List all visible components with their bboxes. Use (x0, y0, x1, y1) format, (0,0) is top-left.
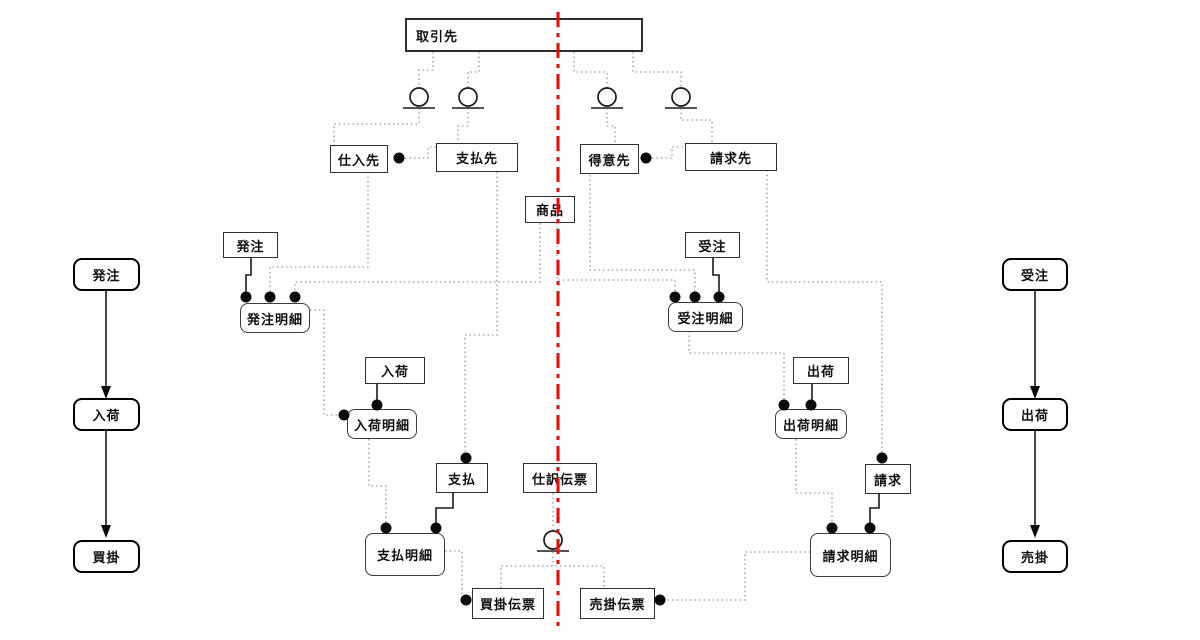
flow-step-label: 入荷 (92, 408, 121, 423)
entity-seikyusaki: 請求先 (685, 143, 777, 171)
subtype-circle-icon (452, 87, 484, 109)
entity-torihikisaki: 取引先 (405, 18, 643, 52)
entity-label: 発注明細 (246, 311, 303, 327)
entity-label: 受注明細 (677, 310, 734, 326)
entity-seikyu-meisai: 請求明細 (810, 533, 891, 577)
flow-step-label: 発注 (92, 268, 121, 283)
entity-label: 仕入先 (337, 152, 380, 168)
entity-label: 仕訳伝票 (531, 471, 588, 487)
entity-label: 買掛伝票 (479, 597, 536, 612)
entity-label: 入荷明細 (353, 417, 410, 433)
flow-left-hacchu: 発注 (73, 258, 140, 291)
entity-label: 入荷 (380, 364, 409, 379)
entity-label: 売掛伝票 (589, 597, 646, 612)
relationship-dotted-links (269, 146, 883, 601)
subtype-circle-icon (665, 87, 697, 109)
entity-label: 商品 (535, 203, 564, 218)
entity-label: 支払先 (455, 151, 498, 166)
entity-shukka: 出荷 (793, 357, 849, 384)
entity-label: 出荷明細 (782, 417, 839, 433)
entity-label: 支払明細 (376, 548, 433, 563)
entity-shiiresaki: 仕入先 (330, 145, 388, 173)
flow-step-label: 売掛 (1020, 550, 1049, 565)
subtype-circle-icon (537, 530, 569, 552)
flow-right-urikake: 売掛 (1002, 540, 1068, 573)
flow-step-label: 出荷 (1020, 408, 1049, 423)
entity-shohin: 商品 (525, 196, 575, 223)
entity-label: 取引先 (416, 28, 459, 44)
entity-label: 請求明細 (822, 548, 879, 564)
subtype-circle-icon (403, 87, 435, 109)
entity-shiharaisaki: 支払先 (436, 143, 518, 172)
entity-shiwake-denpyo: 仕訳伝票 (523, 463, 597, 493)
subtype-circle-icon (591, 87, 623, 109)
flow-step-label: 買掛 (92, 550, 121, 565)
entity-juchu-meisai: 受注明細 (668, 302, 743, 332)
flow-left-nyuka: 入荷 (73, 398, 140, 431)
entity-shiharai: 支払 (436, 463, 488, 493)
flow-left-kaikake: 買掛 (73, 540, 140, 573)
entity-label: 請求先 (709, 150, 752, 166)
entity-label: 受注 (698, 238, 727, 254)
entity-nyuka-meisai: 入荷明細 (347, 409, 417, 439)
entity-label: 請求 (873, 472, 902, 488)
entity-seikyu: 請求 (865, 464, 911, 494)
entity-urikake-denpyo: 売掛伝票 (580, 588, 655, 619)
flow-right-shukka: 出荷 (1002, 398, 1068, 431)
entity-tokuisaki: 得意先 (580, 144, 639, 174)
flow-step-label: 受注 (1020, 268, 1049, 283)
entity-hacchu-meisai: 発注明細 (240, 303, 310, 333)
entity-nyuka: 入荷 (365, 357, 425, 384)
entity-label: 出荷 (806, 364, 835, 379)
entity-kaikake-denpyo: 買掛伝票 (472, 588, 544, 619)
entity-juchu: 受注 (685, 232, 740, 258)
supertype-dotted-links (333, 52, 713, 145)
entity-label: 支払 (447, 471, 476, 487)
entity-label: 発注 (236, 238, 265, 254)
entity-shiharai-meisai: 支払明細 (365, 533, 445, 576)
entity-hacchu: 発注 (223, 232, 278, 258)
entity-label: 得意先 (588, 152, 631, 168)
entity-shukka-meisai: 出荷明細 (775, 409, 847, 439)
flow-right-juchu: 受注 (1002, 258, 1068, 291)
